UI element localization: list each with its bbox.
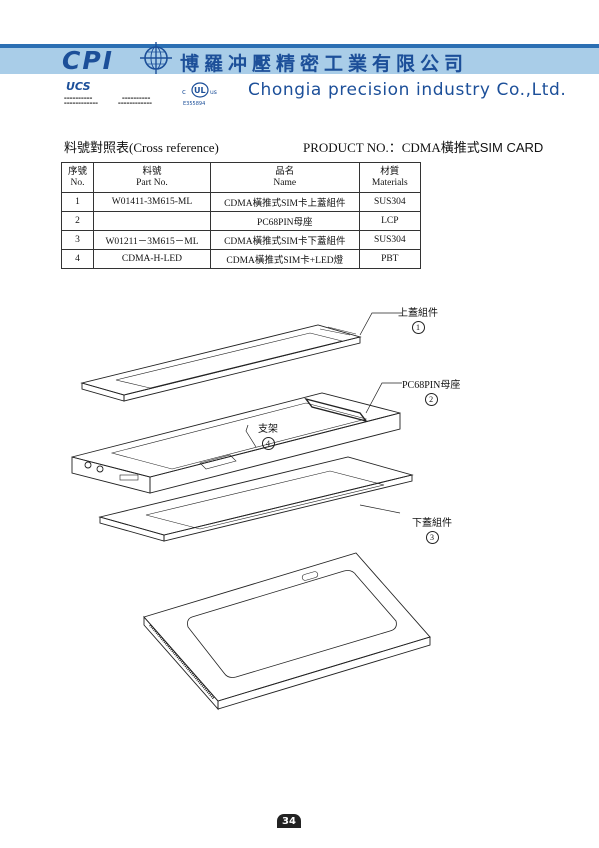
table-row: 3 W01211－3M615－ML CDMA橫推式SIM卡下蓋組件 SUS304: [61, 230, 422, 250]
svg-text:us: us: [210, 89, 217, 96]
globe-icon: [140, 42, 172, 74]
cell-material: LCP: [358, 211, 422, 231]
product-prefix: PRODUCT NO.：CDMA橫推式: [303, 140, 480, 155]
cert-fine-print: ▬▬▬▬▬▬▬▬▬▬▬▬: [118, 101, 153, 105]
cell-name: PC68PIN母座: [209, 211, 360, 231]
exploded-assembly-diagram: [71, 312, 431, 711]
leader-line-3: [359, 504, 401, 514]
cell-part: W01411-3M615-ML: [92, 192, 211, 212]
leader-line-4: [245, 424, 257, 448]
page-number: 34: [277, 814, 301, 828]
ucs-cert-logo: UCS: [66, 80, 91, 93]
svg-text:c: c: [182, 88, 186, 96]
top-cover-part: [80, 324, 362, 402]
cell-material: SUS304: [358, 192, 422, 212]
table-row: 4 CDMA-H-LED CDMA橫推式SIM卡+LED燈 PBT: [61, 249, 422, 269]
cell-no: 4: [61, 249, 94, 269]
cell-no: 3: [61, 230, 94, 250]
cell-no: 1: [61, 192, 94, 212]
ul-cert-logo: c UL us: [182, 82, 217, 98]
leader-line-1: [359, 312, 402, 336]
cell-no: 2: [61, 211, 94, 231]
cert-fine-print: ▬▬▬▬▬▬▬▬▬▬▬▬: [64, 101, 99, 105]
header-band-top: [0, 44, 599, 48]
connector-frame-part: [71, 392, 401, 494]
leader-line-2: [365, 382, 402, 414]
header-band: [0, 48, 599, 74]
table-row: 2 PC68PIN母座 LCP: [61, 211, 422, 231]
cell-name: CDMA橫推式SIM卡+LED燈: [209, 249, 360, 269]
cell-part: [92, 211, 211, 231]
product-number: PRODUCT NO.：CDMA橫推式SIM CARD: [303, 137, 543, 156]
assembled-card: [143, 552, 431, 711]
product-suffix: SIM CARD: [479, 140, 544, 155]
cell-name: CDMA橫推式SIM卡上蓋組件: [209, 192, 360, 212]
cell-name: CDMA橫推式SIM卡下蓋組件: [209, 230, 360, 250]
bottom-cover-part: [98, 456, 414, 542]
cell-material: SUS304: [358, 230, 422, 250]
company-name-english: Chongia precision industry Co.,Ltd.: [248, 80, 567, 100]
cross-reference-title: 料號對照表(Cross reference): [64, 140, 219, 155]
company-logo: CPI: [62, 46, 114, 75]
cert-fine-print: ▬▬▬▬▬▬▬▬▬▬: [122, 96, 151, 100]
cert-fine-print: ▬▬▬▬▬▬▬▬▬▬: [64, 96, 93, 100]
table-row: 1 W01411-3M615-ML CDMA橫推式SIM卡上蓋組件 SUS304: [61, 192, 422, 212]
cell-material: PBT: [358, 249, 422, 269]
svg-text:UL: UL: [194, 86, 206, 95]
ul-cert-number: E355894: [183, 101, 206, 107]
company-name-chinese: 博羅冲壓精密工業有限公司: [180, 53, 469, 75]
cell-part: CDMA-H-LED: [92, 249, 211, 269]
cell-part: W01211－3M615－ML: [92, 230, 211, 250]
